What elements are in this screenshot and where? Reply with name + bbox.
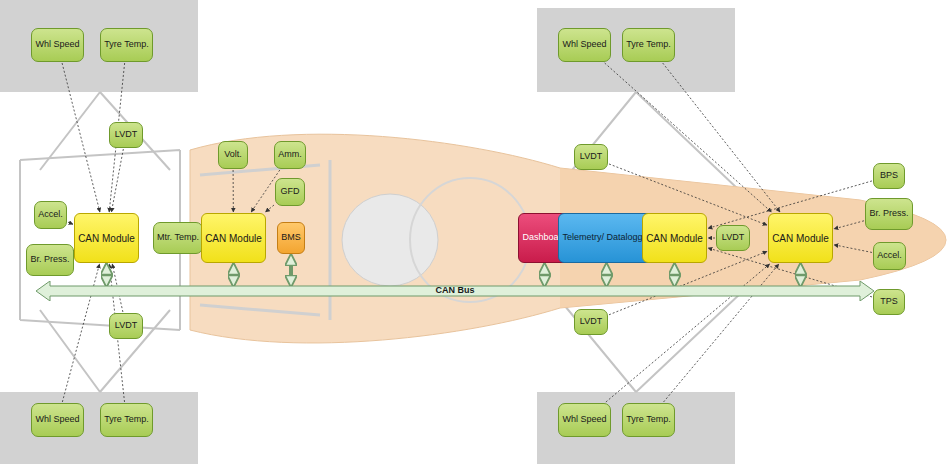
node-label: LVDT <box>115 321 137 331</box>
tyre <box>537 392 735 464</box>
node-label: LVDT <box>580 152 602 162</box>
bus-link <box>605 265 609 285</box>
node-label: Tyre Temp. <box>626 415 670 425</box>
node-label: Br. Press. <box>30 255 69 265</box>
bus-link <box>673 265 677 285</box>
sensor-wire <box>834 221 864 229</box>
module-box: CAN Module <box>768 213 833 263</box>
node-label: Volt. <box>224 150 242 160</box>
sensor-box: Tyre Temp. <box>622 28 675 62</box>
node-label: CAN Module <box>205 233 262 244</box>
tyre <box>0 392 198 464</box>
sensor-box: Br. Press. <box>26 244 74 276</box>
node-label: BPS <box>880 171 898 181</box>
node-label: TPS <box>880 297 898 307</box>
node-label: Whl Speed <box>562 415 606 425</box>
sensor-box: TPS <box>873 289 905 315</box>
bus-link <box>289 256 293 285</box>
node-label: Amm. <box>278 150 302 160</box>
sensor-box: Tyre Temp. <box>100 403 153 437</box>
sensor-box: Accel. <box>873 242 906 270</box>
sensor-box: Whl Speed <box>558 403 611 437</box>
sensor-box: Volt. <box>218 141 248 169</box>
sensor-wire <box>62 63 100 212</box>
tyre <box>537 8 735 92</box>
sensor-wire <box>663 63 780 212</box>
node-label: CAN Module <box>772 233 829 244</box>
sensor-box: BPS <box>873 163 905 189</box>
sensor-wire <box>605 63 772 212</box>
node-label: GFD <box>281 187 300 197</box>
node-label: Whl Speed <box>35 415 79 425</box>
sensor-wire <box>834 245 872 253</box>
node-label: LVDT <box>580 317 602 327</box>
node-label: BMS <box>281 233 301 243</box>
node-label: Tyre Temp. <box>104 40 148 50</box>
sensor-wire <box>233 170 234 212</box>
bus-link <box>543 265 547 285</box>
node-label: Tyre Temp. <box>626 40 670 50</box>
sensor-box: Tyre Temp. <box>100 28 153 62</box>
can-bus: CAN Bus <box>36 281 874 301</box>
node-label: Br. Press. <box>869 209 908 219</box>
node-label: Telemetry/ Datalogger <box>562 233 650 243</box>
sensor-wire <box>111 149 123 212</box>
module-box: CAN Module <box>74 213 139 263</box>
sensor-wire <box>664 264 779 402</box>
sensor-box: Whl Speed <box>31 28 84 62</box>
sensor-box: Mtr. Temp. <box>153 222 203 254</box>
module-box: CAN Module <box>642 213 707 263</box>
node-label: CAN Module <box>646 233 703 244</box>
driver-helmet <box>342 194 438 286</box>
node-label: Mtr. Temp. <box>157 233 199 243</box>
node-label: CAN Bus <box>435 286 474 296</box>
sensor-wire <box>68 222 73 224</box>
module-box: Telemetry/ Datalogger <box>558 213 655 263</box>
node-label: Whl Speed <box>562 40 606 50</box>
module-box: BMS <box>277 222 305 254</box>
node-label: Accel. <box>38 210 63 220</box>
node-label: LVDT <box>115 130 137 140</box>
sensor-wire <box>708 238 715 239</box>
node-label: Tyre Temp. <box>104 415 148 425</box>
sensor-box: LVDT <box>574 144 608 170</box>
node-label: CAN Module <box>78 233 135 244</box>
node-label: LVDT <box>722 233 744 243</box>
sensor-box: LVDT <box>716 225 750 251</box>
bus-link <box>105 265 109 285</box>
sensor-box: Tyre Temp. <box>622 403 675 437</box>
bus-link <box>232 265 236 285</box>
sensor-wire <box>265 205 274 212</box>
sensor-box: Whl Speed <box>558 28 611 62</box>
car-body <box>190 134 946 343</box>
bus-link <box>799 265 803 285</box>
sensor-box: GFD <box>275 178 305 206</box>
sensor-box: Accel. <box>34 201 67 229</box>
tyre <box>0 0 198 92</box>
sensor-box: Whl Speed <box>31 403 84 437</box>
sensor-box: LVDT <box>109 313 143 339</box>
sensor-box: Br. Press. <box>865 198 913 230</box>
cockpit <box>410 178 530 302</box>
sensor-wire <box>62 264 99 402</box>
node-label: Accel. <box>877 251 902 261</box>
module-box: CAN Module <box>201 213 266 263</box>
sensor-box: Amm. <box>274 141 306 169</box>
node-label: Whl Speed <box>35 40 79 50</box>
sensor-box: LVDT <box>109 122 143 148</box>
sensor-box: LVDT <box>574 309 608 335</box>
sensor-wire <box>606 264 770 402</box>
